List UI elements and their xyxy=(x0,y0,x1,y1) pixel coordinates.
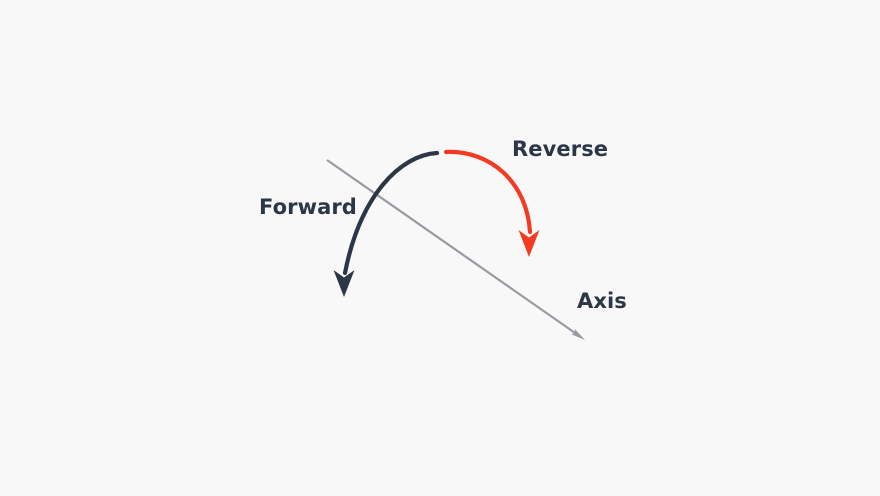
forward-arrow-group xyxy=(333,150,440,297)
reverse-arrowhead-icon xyxy=(518,230,540,257)
reverse-arrow-group xyxy=(443,149,540,257)
forward-label: Forward xyxy=(259,195,357,219)
axis-arrowhead-icon xyxy=(570,328,585,340)
reverse-arc xyxy=(443,149,533,235)
forward-arc xyxy=(342,150,440,276)
forward-arrowhead-icon xyxy=(333,270,355,297)
axis-label: Axis xyxy=(577,289,627,313)
axis-line xyxy=(326,159,579,336)
reverse-label: Reverse xyxy=(512,137,608,161)
axis-arrow-group xyxy=(326,159,585,340)
